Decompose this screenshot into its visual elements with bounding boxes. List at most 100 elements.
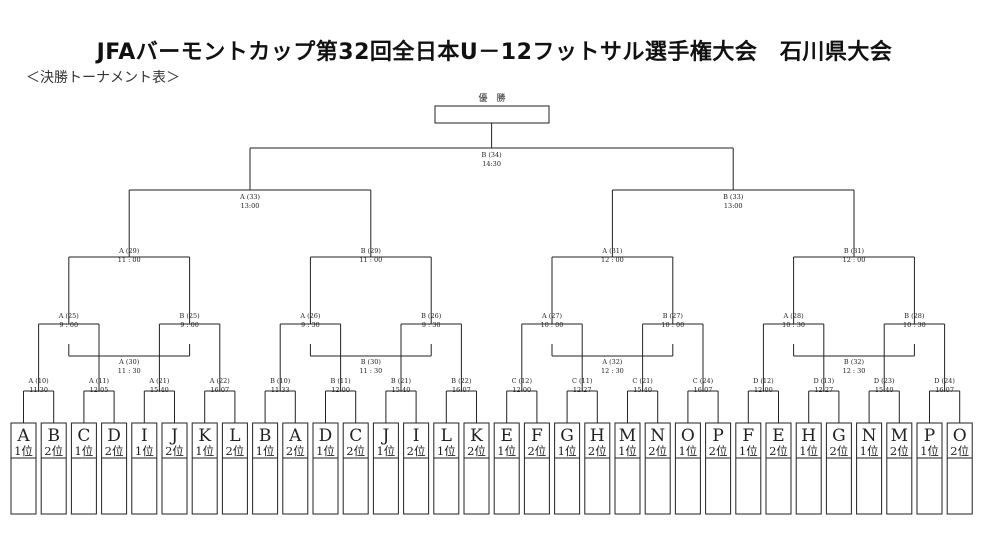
- team-group-letter: N: [650, 426, 665, 446]
- champion-label: 優 勝: [478, 92, 505, 104]
- team-rank: 2位: [527, 444, 546, 458]
- team-group-letter: M: [891, 426, 908, 446]
- team-slot: [131, 422, 158, 515]
- match-sf-code: B (33): [723, 193, 744, 201]
- team-group-letter: E: [500, 426, 512, 446]
- match-third-time: 12 : 30: [843, 367, 866, 375]
- match-r16-time: 10 : 30: [903, 321, 926, 329]
- team-group-letter: J: [169, 426, 178, 446]
- team-group-letter: F: [531, 426, 543, 446]
- team-group-letter: K: [198, 426, 211, 446]
- team-rank: 1位: [618, 444, 637, 458]
- team-slot: [342, 422, 369, 515]
- page-title: JFAバーモントカップ第32回全日本U－12フットサル選手権大会 石川県大会: [96, 40, 893, 65]
- team-rank: 2位: [467, 444, 486, 458]
- team-rank: 1位: [14, 444, 33, 458]
- team-rank: 1位: [195, 444, 214, 458]
- team-rank: 2位: [346, 444, 365, 458]
- team-rank: 1位: [558, 444, 577, 458]
- team-rank: 1位: [920, 444, 939, 458]
- match-third-code: A (32): [601, 358, 623, 366]
- team-rank: 2位: [648, 444, 667, 458]
- team-group-letter: B: [259, 426, 272, 446]
- team-rank: 1位: [860, 444, 879, 458]
- team-group-letter: N: [862, 426, 877, 446]
- team-group-letter: J: [380, 426, 389, 446]
- match-sf-time: 13:00: [241, 202, 260, 210]
- team-group-letter: O: [953, 426, 967, 446]
- team-slot: [674, 422, 701, 515]
- team-slot: [433, 422, 460, 515]
- team-rank: 2位: [890, 444, 909, 458]
- match-qf-time: 11 : 00: [118, 256, 141, 264]
- team-group-letter: H: [801, 426, 816, 446]
- match-r16-time: 9 : 30: [301, 321, 320, 329]
- team-group-letter: A: [288, 426, 302, 446]
- team-group-letter: A: [16, 426, 30, 446]
- match-third-code: A (30): [118, 358, 140, 366]
- match-qf-time: 11 : 00: [359, 256, 382, 264]
- team-group-letter: C: [349, 426, 362, 446]
- team-slot: [856, 422, 883, 515]
- team-slot: [403, 422, 430, 515]
- team-group-letter: F: [742, 426, 754, 446]
- match-r16-time: 9 : 30: [422, 321, 441, 329]
- team-slot: [493, 422, 520, 515]
- team-slot: [191, 422, 218, 515]
- team-slot: [584, 422, 611, 515]
- team-rank: 1位: [135, 444, 154, 458]
- team-rank: 2位: [225, 444, 244, 458]
- page-subtitle: ＜決勝トーナメント表＞: [26, 70, 180, 86]
- match-qf-time: 12 : 00: [601, 256, 624, 264]
- team-rank: 2位: [769, 444, 788, 458]
- team-rank: 1位: [256, 444, 275, 458]
- team-group-letter: B: [47, 426, 60, 446]
- match-r16-time: 10 : 30: [782, 321, 805, 329]
- team-group-letter: P: [712, 426, 723, 446]
- team-rank: 1位: [739, 444, 758, 458]
- team-slot: [10, 422, 37, 515]
- team-rank: 2位: [407, 444, 426, 458]
- team-rank: 2位: [165, 444, 184, 458]
- team-group-letter: P: [924, 426, 935, 446]
- team-group-letter: M: [619, 426, 636, 446]
- team-slot: [161, 422, 188, 515]
- team-group-letter: C: [77, 426, 90, 446]
- team-slot: [946, 422, 973, 515]
- team-slot: [463, 422, 490, 515]
- team-rank: 1位: [497, 444, 516, 458]
- team-group-letter: G: [560, 426, 574, 446]
- team-slot: [312, 422, 339, 515]
- team-group-letter: H: [590, 426, 605, 446]
- team-group-letter: L: [441, 426, 452, 446]
- match-r16-time: 9 : 00: [59, 321, 78, 329]
- team-rank: 1位: [678, 444, 697, 458]
- team-slot: [252, 422, 279, 515]
- match-r16-time: 10 : 00: [541, 321, 564, 329]
- match-final-code: B (34): [482, 151, 503, 159]
- match-r16-time: 9 : 00: [180, 321, 199, 329]
- match-third-code: B (30): [361, 358, 382, 366]
- team-rank: 2位: [829, 444, 848, 458]
- team-rank: 2位: [105, 444, 124, 458]
- team-group-letter: D: [107, 426, 121, 446]
- team-group-letter: I: [413, 426, 420, 446]
- match-third-time: 11 : 30: [359, 367, 382, 375]
- match-qf-time: 12 : 00: [843, 256, 866, 264]
- team-rank: 2位: [588, 444, 607, 458]
- team-slot: [644, 422, 671, 515]
- team-slot: [735, 422, 762, 515]
- team-group-letter: E: [772, 426, 784, 446]
- team-rank: 2位: [44, 444, 63, 458]
- match-final-time: 14:30: [482, 160, 501, 168]
- team-slot: [70, 422, 97, 515]
- team-slot: [705, 422, 732, 515]
- match-sf-code: A (33): [239, 193, 261, 201]
- team-slot: [523, 422, 550, 515]
- team-group-letter: I: [141, 426, 148, 446]
- team-group-letter: L: [229, 426, 240, 446]
- team-group-letter: O: [681, 426, 695, 446]
- match-third-code: B (32): [844, 358, 865, 366]
- team-rank: 1位: [316, 444, 335, 458]
